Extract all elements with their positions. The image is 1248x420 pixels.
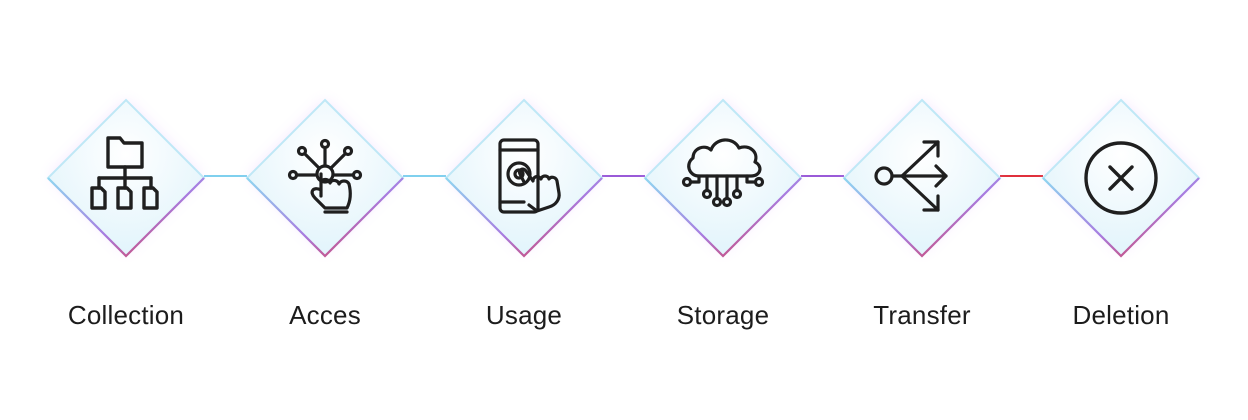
diamond-tile xyxy=(225,78,425,278)
step-label-transfer: Transfer xyxy=(873,300,971,330)
diamond-tile xyxy=(26,78,226,278)
step-label-acces: Acces xyxy=(289,300,361,330)
diamond-tile xyxy=(424,78,624,278)
diamond-tile xyxy=(1021,78,1221,278)
phone-touch-icon xyxy=(444,98,604,258)
step-label-collection: Collection xyxy=(67,300,185,330)
folder-hierarchy-icon xyxy=(46,98,206,258)
branch-arrows-icon xyxy=(842,98,1002,258)
hand-network-icon xyxy=(245,98,405,258)
step-usage: Usage xyxy=(424,0,624,420)
step-acces: Acces xyxy=(225,0,425,420)
diamond-tile xyxy=(623,78,823,278)
step-deletion: Deletion xyxy=(1021,0,1221,420)
circle-x-icon xyxy=(1041,98,1201,258)
step-label-deletion: Deletion xyxy=(1072,300,1170,330)
cloud-circuit-icon xyxy=(643,98,803,258)
diamond-tile xyxy=(822,78,1022,278)
step-label-usage: Usage xyxy=(485,300,563,330)
step-collection: Collection xyxy=(26,0,226,420)
step-transfer: Transfer xyxy=(822,0,1022,420)
step-storage: Storage xyxy=(623,0,823,420)
step-label-storage: Storage xyxy=(676,300,770,330)
